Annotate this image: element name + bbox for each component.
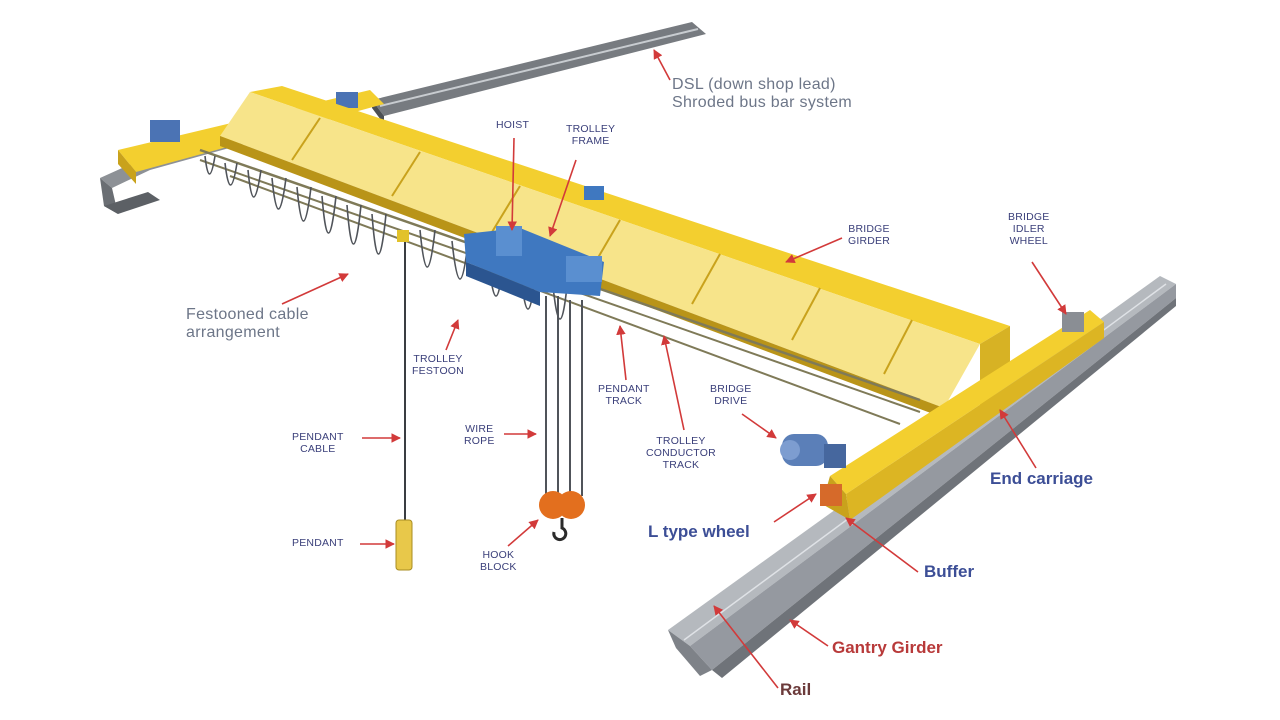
hoist-label-text: HOIST [496,119,530,131]
bridge-girder-label: BRIDGE GIRDER [848,223,891,248]
pendant-track-label-line1: PENDANT [598,383,650,395]
pendant-track-label: PENDANT TRACK [598,383,650,408]
trolley-festoon-label-line1: TROLLEY [413,353,463,365]
festooned-label-line2: arrangement [186,323,281,341]
bridge-idler-label-line2: IDLER [1012,222,1045,235]
buffer-label: Buffer [924,562,975,581]
bridge-drive-label-line1: BRIDGE [710,383,752,395]
trolley-frame-label: TROLLEY FRAME [566,123,616,148]
bridge-idler-label-line1: BRIDGE [1008,211,1050,223]
trolley-hoist [464,186,604,306]
dsl-label: DSL (down shop lead) Shroded bus bar sys… [672,76,852,112]
bridge-drive-label: BRIDGE DRIVE [710,383,752,408]
trolley-conductor-label-line1: TROLLEY [656,435,706,447]
bridge-girder-label-line1: BRIDGE [848,223,890,235]
hook-block-label-line2: BLOCK [480,560,517,573]
trolley-conductor-label-line3: TRACK [662,458,700,471]
bridge-drive-motor [780,434,846,468]
wire-rope-label-line2: ROPE [464,434,495,447]
festoon-cables [204,155,569,320]
wire-rope-label-line1: WIRE [465,423,494,435]
hook-block-label-line1: HOOK [482,549,515,561]
festooned-label-line1: Festooned cable [186,306,309,323]
dsl-label-line2: Shroded bus bar system [672,93,853,111]
pendant-cable-label-line1: PENDANT [292,431,344,443]
dsl-label-line1: DSL (down shop lead) [672,76,836,93]
leader-arrows [281,49,1067,689]
bridge-girder-label-line2: GIRDER [848,234,891,247]
pendant-cable-label-line2: CABLE [300,442,336,455]
hook-block [539,296,585,542]
end-carriage-label: End carriage [990,469,1093,488]
rail-label: Rail [780,680,812,699]
bridge-drive-label-line2: DRIVE [714,394,748,407]
festooned-cable-label: Festooned cable arrangement [186,306,309,342]
dsl-bus-bar [372,22,706,124]
gantry-girder-label: Gantry Girder [832,638,943,657]
trolley-festoon-label-line2: FESTOON [412,364,464,377]
trolley-frame-label-line2: FRAME [571,134,610,147]
wire-rope-label: WIRE ROPE [464,423,495,448]
l-type-wheel-label: L type wheel [648,522,750,541]
trolley-frame-label-line1: TROLLEY [566,123,616,135]
pendant-cable-label: PENDANT CABLE [292,431,344,456]
bridge-idler-label-line3: WHEEL [1009,234,1048,247]
trolley-conductor-track-label: TROLLEY CONDUCTOR TRACK [646,435,716,471]
hoist-label: HOIST [496,119,530,132]
hook-block-label: HOOK BLOCK [480,549,517,574]
pendant-label: PENDANT [292,537,344,550]
bridge-idler-wheel-label: BRIDGE IDLER WHEEL [1008,211,1050,247]
right-end-carriage [820,310,1104,520]
pendant [395,230,413,571]
pendant-track-label-line2: TRACK [605,394,643,407]
trolley-conductor-label-line2: CONDUCTOR [646,446,716,459]
trolley-festoon-label: TROLLEY FESTOON [412,353,464,378]
pendant-label-text: PENDANT [292,537,344,549]
